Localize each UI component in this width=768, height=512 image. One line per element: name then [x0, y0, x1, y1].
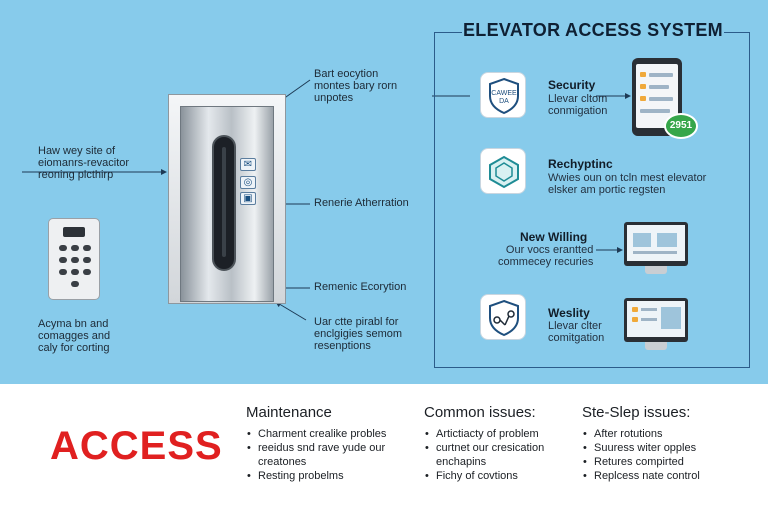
list-item: Suuress witer opples	[582, 441, 700, 455]
monitor-panel	[633, 233, 651, 247]
monitor-screen	[627, 301, 685, 337]
label-lower-right: Remenic Ecorytion	[314, 281, 407, 293]
monitor-marker	[632, 317, 638, 322]
column-heading: Ste-Slep issues:	[582, 404, 691, 421]
monitor-device	[624, 222, 688, 266]
tablet-marker	[640, 96, 646, 101]
elevator-control-panel	[212, 135, 236, 271]
mail-icon: ✉	[240, 158, 256, 171]
keypad-key	[83, 245, 91, 251]
monitor-line	[633, 251, 677, 254]
keypad-key	[71, 245, 79, 251]
info-section: ACCESS Maintenance Charment crealike pro…	[0, 384, 768, 512]
feature-desc-rechyptinc: Wwies oun on tcln mest elevator elsker a…	[548, 172, 707, 196]
fingerprint-icon: ◎	[240, 176, 256, 189]
feature-desc-weslity: Llevar clter comitgation	[548, 320, 605, 344]
column-heading: Maintenance	[246, 404, 332, 421]
keypad-screen	[63, 227, 85, 237]
list-item: Replcess nate control	[582, 469, 700, 483]
list-item: After rotutions	[582, 427, 700, 441]
keypad-key	[59, 257, 67, 263]
brand-wordmark: ACCESS	[50, 424, 223, 468]
keypad-key	[59, 269, 67, 275]
feature-desc-new-willing: Our vocs erantted commecey recuries	[498, 244, 594, 268]
label-bottom-right: Uar ctte pirabl for enclgigies semom res…	[314, 316, 403, 352]
list-item: Artictiacty of problem	[424, 427, 544, 441]
card-icon: ▣	[240, 192, 256, 205]
monitor-stand	[645, 342, 667, 350]
list-item: Resting probelms	[246, 469, 386, 483]
tablet-line	[649, 85, 669, 89]
monitor-marker	[632, 307, 638, 312]
system-title: ELEVATOR ACCESS SYSTEM	[462, 18, 724, 42]
shield-icon: CAWEE DA	[480, 72, 526, 118]
monitor-panel	[661, 307, 681, 329]
column-step-issues: Ste-Slep issues: After rotutions Suuress…	[582, 404, 700, 483]
column-heading: Common issues:	[424, 404, 536, 421]
tablet-line	[649, 97, 673, 101]
feature-title-security: Security	[548, 78, 596, 92]
tablet-line	[649, 73, 673, 77]
keypad-key	[83, 269, 91, 275]
label-top-right: Bart eocytion montes bary rorn unpotes	[314, 68, 398, 104]
tablet-line	[640, 109, 670, 113]
cube-icon	[480, 148, 526, 194]
status-badge: 2951	[664, 113, 698, 139]
list-item: Fichy of covtions	[424, 469, 544, 483]
monitor-stand	[645, 266, 667, 274]
shield-text-line: CAWEE	[491, 90, 517, 97]
keypad-key	[71, 281, 79, 287]
monitor-device	[624, 298, 688, 342]
feature-title-new-willing: New Willing	[520, 230, 588, 244]
keypad-key	[59, 245, 67, 251]
tablet-marker	[640, 72, 646, 77]
label-left: Haw wey site of eiomanrs-revacitor reoni…	[38, 145, 130, 181]
monitor-panel	[657, 233, 677, 247]
column-common-issues: Common issues: Artictiacty of problem cu…	[424, 404, 544, 483]
keypad-device	[48, 218, 100, 300]
keypad-key	[71, 257, 79, 263]
diagram-area: ✉ ◎ ▣ Bart eocytion montes bary rorn unp…	[0, 0, 768, 384]
keypad-key	[71, 269, 79, 275]
monitor-line	[641, 308, 657, 311]
label-mid-right: Renerie Atherration	[314, 197, 409, 209]
feature-desc-security: Llevar cltom conmigation	[548, 93, 608, 117]
keypad-key	[83, 257, 91, 263]
list-item: Retures compirted	[582, 455, 700, 469]
list-item: Charment crealike probles	[246, 427, 386, 441]
shield-text-line: DA	[499, 98, 509, 105]
feature-title-weslity: Weslity	[548, 306, 590, 320]
feature-title-rechyptinc: Rechyptinc	[548, 157, 613, 171]
label-keypad: Acyma bn and comagges and caly for corti…	[38, 318, 111, 354]
tablet-device	[632, 58, 682, 136]
monitor-line	[641, 318, 657, 321]
tablet-marker	[640, 84, 646, 89]
monitor-screen	[627, 225, 685, 261]
network-icon	[480, 294, 526, 340]
column-maintenance: Maintenance Charment crealike probles re…	[246, 404, 386, 483]
